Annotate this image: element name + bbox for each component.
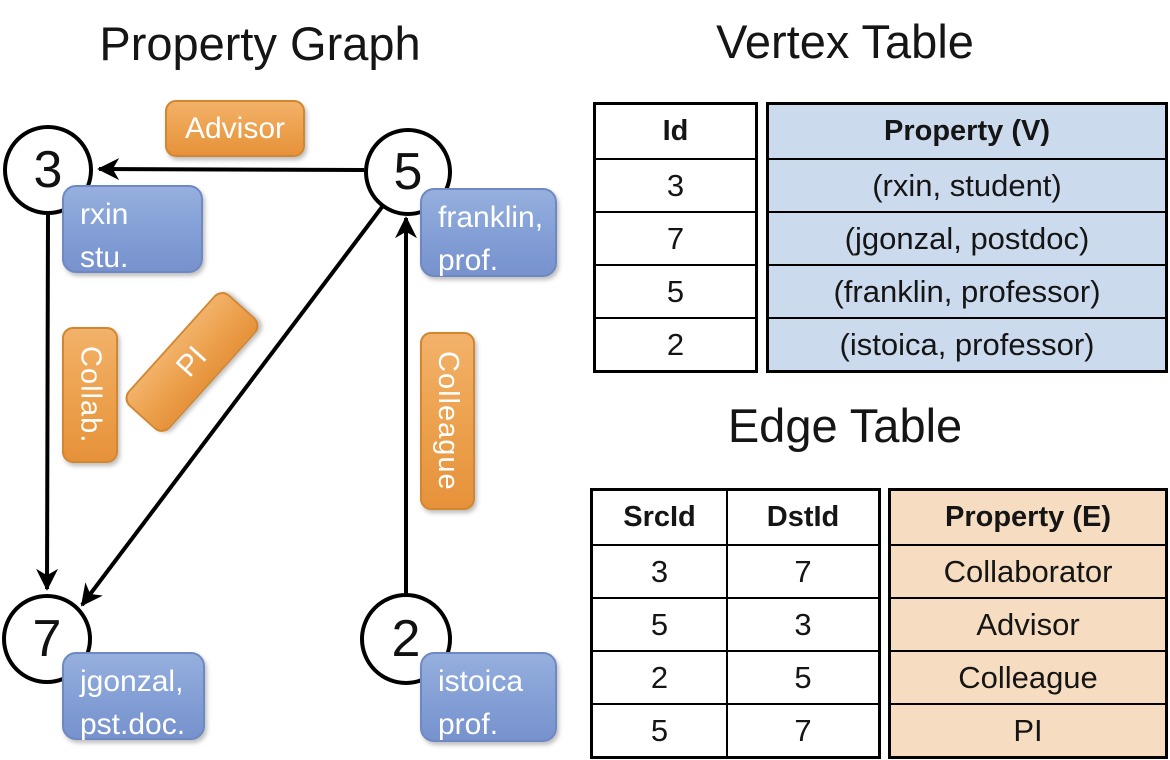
table-cell: (franklin, professor) (769, 264, 1165, 317)
table-cell: 5 (593, 703, 726, 756)
graph-edges-layer (36, 158, 417, 607)
graph-node-5: 5 (364, 128, 452, 216)
vertex-label-line2: prof. (438, 708, 499, 741)
vertex-table-id-column: Id 3 7 5 2 (593, 102, 758, 373)
edge-label-text: Advisor (184, 111, 286, 145)
table-cell: 2 (593, 650, 726, 703)
table-cell: Colleague (891, 650, 1165, 703)
table-cell: 7 (726, 703, 878, 756)
table-cell: PI (891, 703, 1165, 756)
edge-label-advisor: Advisor (165, 100, 305, 157)
table-cell: 5 (596, 264, 755, 317)
table-cell: 3 (593, 544, 726, 597)
table-cell: 7 (726, 544, 878, 597)
vertex-label-istoica: istoica prof. (420, 652, 557, 742)
vertex-label-jgonzal: jgonzal, pst.doc. (62, 652, 205, 741)
graph-node-2: 2 (360, 593, 452, 685)
table-cell: Advisor (891, 597, 1165, 650)
edge-label-colleague: Colleague (420, 332, 475, 510)
edge-table-id-columns: SrcId DstId 3 7 5 3 2 5 5 7 (590, 488, 881, 759)
vertex-label-rxin: rxin stu. (62, 185, 203, 274)
node-id-label: 5 (393, 143, 423, 201)
vertex-label-line1: jgonzal, (80, 665, 184, 698)
property-graph-title: Property Graph (99, 17, 421, 70)
node-id-label: 2 (391, 610, 421, 668)
edge-label-collab: Collab. (62, 327, 118, 463)
node-id-label: 7 (32, 610, 62, 668)
vertex-table-header-id: Id (662, 115, 689, 147)
edge-table-header-property: Property (E) (891, 491, 1165, 544)
table-cell: 2 (596, 317, 755, 370)
edge-label-text: Collab. (74, 346, 107, 444)
vertex-label-line2: prof. (438, 244, 499, 277)
table-cell: 7 (596, 211, 755, 264)
edge-table-title: Edge Table (727, 399, 963, 452)
edge-table-header-srcid: SrcId (623, 501, 696, 533)
vertex-label-line1: istoica (438, 665, 524, 698)
vertex-table-title: Vertex Table (716, 15, 974, 68)
edge-table-property-column: Property (E) Collaborator Advisor Collea… (888, 488, 1168, 759)
vertex-label-line1: rxin (80, 198, 129, 231)
table-cell: 5 (593, 597, 726, 650)
vertex-label-franklin: franklin, prof. (420, 188, 557, 277)
vertex-table-header-property: Property (V) (769, 105, 1165, 158)
table-cell: 3 (726, 597, 878, 650)
table-cell: (jgonzal, postdoc) (769, 211, 1165, 264)
edge-label-text: Colleague (432, 351, 464, 491)
edge-line-advisor-5-to-3 (97, 158, 365, 181)
edge-table-header-dstid: DstId (726, 491, 878, 544)
edge-line-pi-5-to-7 (80, 205, 384, 607)
vertex-label-line2: pst.doc. (80, 708, 186, 741)
edge-label-text: PI (169, 340, 214, 384)
vertex-label-line1: franklin, (438, 201, 544, 234)
table-cell: 3 (596, 158, 755, 211)
node-id-label: 3 (33, 141, 63, 199)
vertex-table-property-column: Property (V) (rxin, student) (jgonzal, p… (766, 102, 1168, 373)
table-cell: Collaborator (891, 544, 1165, 597)
table-cell: (istoica, professor) (769, 317, 1165, 370)
vertex-label-line2: stu. (80, 241, 129, 274)
table-cell: (rxin, student) (769, 158, 1165, 211)
edge-line-collab-3-to-7 (36, 212, 59, 591)
table-cell: 5 (726, 650, 878, 703)
